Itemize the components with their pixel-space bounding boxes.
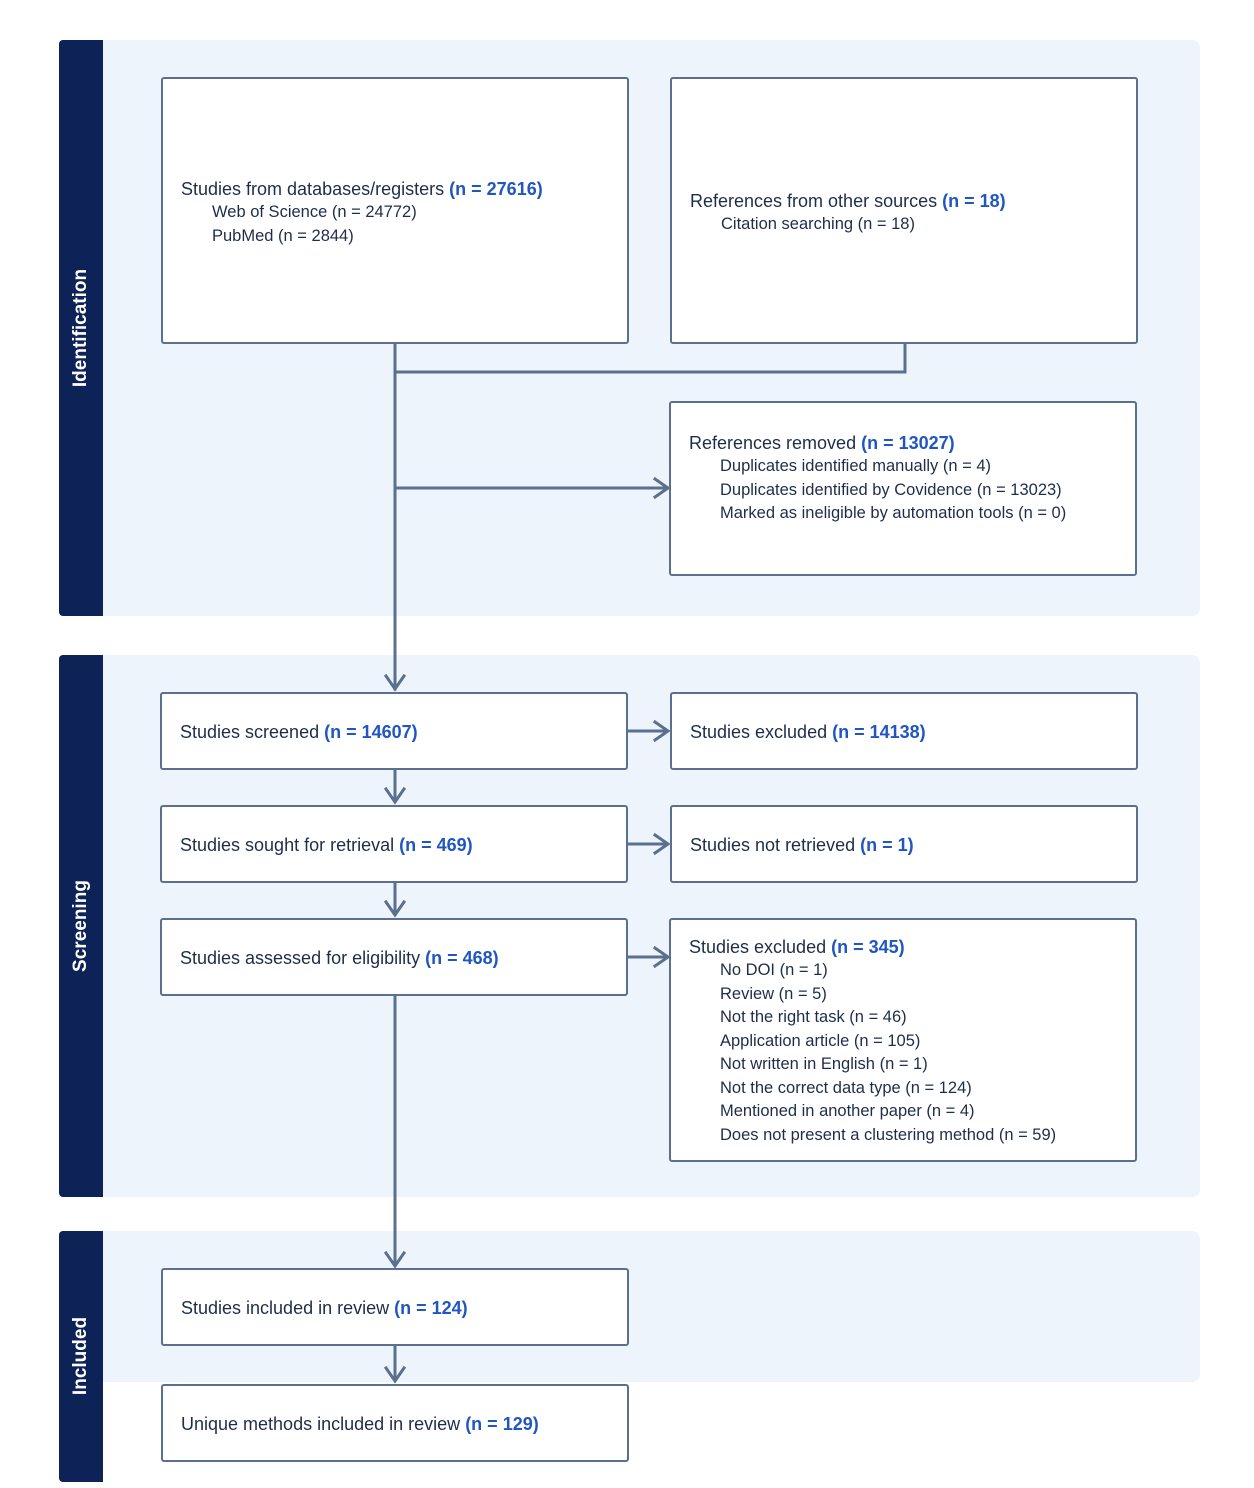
- eligibility-box: Studies assessed for eligibility (n = 46…: [160, 918, 628, 996]
- not-retrieved-count: (n = 1): [860, 835, 914, 855]
- removed-item: Marked as ineligible by automation tools…: [720, 504, 1067, 522]
- databases-count: (n = 27616): [449, 179, 543, 199]
- references-removed-box: References removed (n = 13027) Duplicate…: [669, 401, 1137, 576]
- screening-phase-bar: [59, 655, 103, 1197]
- other-sources-label: References from other sources: [690, 191, 938, 211]
- screened-label: Studies screened: [180, 722, 320, 742]
- eligibility-label: Studies assessed for eligibility: [180, 948, 421, 968]
- other-sources-box: References from other sources (n = 18) C…: [670, 77, 1138, 344]
- included-count: (n = 124): [394, 1298, 468, 1318]
- elig-excluded-item: Not written in English (n = 1): [720, 1055, 928, 1073]
- elig-excluded-item: No DOI (n = 1): [720, 961, 828, 979]
- elig-excluded-item: Application article (n = 105): [720, 1031, 921, 1050]
- removed-item: Duplicates identified by Covidence (n = …: [720, 480, 1062, 499]
- sought-retrieval-box: Studies sought for retrieval (n = 469): [160, 805, 628, 883]
- elig-excluded-item: Not the right task (n = 46): [720, 1008, 907, 1026]
- retrieval-count: (n = 469): [399, 835, 473, 855]
- elig-excluded-item: Review (n = 5): [720, 984, 827, 1003]
- not-retrieved-box: Studies not retrieved (n = 1): [670, 805, 1138, 883]
- screen-excluded-box: Studies excluded (n = 14138): [670, 692, 1138, 770]
- screening-phase-label: Screening: [70, 880, 91, 972]
- screened-count: (n = 14607): [324, 722, 418, 742]
- eligibility-count: (n = 468): [425, 948, 499, 968]
- included-phase-label: Included: [70, 1316, 91, 1396]
- included-review-box: Studies included in review (n = 124): [161, 1268, 629, 1346]
- elig-excluded-item: Does not present a clustering method (n …: [720, 1125, 1057, 1144]
- elig-excluded-item: Mentioned in another paper (n = 4): [720, 1102, 975, 1120]
- included-phase-bar: [59, 1231, 103, 1482]
- removed-item: Duplicates identified manually (n = 4): [720, 457, 992, 475]
- databases-box: Studies from databases/registers (n = 27…: [161, 77, 629, 344]
- methods-label: Unique methods included in review: [181, 1414, 461, 1434]
- databases-item: PubMed (n = 2844): [212, 226, 354, 245]
- studies-screened-box: Studies screened (n = 14607): [160, 692, 628, 770]
- identification-phase-bar: [59, 40, 103, 616]
- eligibility-excluded-box: Studies excluded (n = 345) No DOI (n = 1…: [669, 918, 1137, 1162]
- elig-excluded-item: Not the correct data type (n = 124): [720, 1078, 972, 1097]
- identification-phase-label: Identification: [70, 268, 91, 388]
- removed-label: References removed: [689, 433, 857, 453]
- elig-excluded-label: Studies excluded: [689, 937, 827, 957]
- unique-methods-box: Unique methods included in review (n = 1…: [161, 1384, 629, 1462]
- other-sources-item: Citation searching (n = 18): [721, 215, 915, 233]
- not-retrieved-label: Studies not retrieved: [690, 835, 856, 855]
- other-sources-count: (n = 18): [942, 191, 1006, 211]
- methods-count: (n = 129): [465, 1414, 539, 1434]
- retrieval-label: Studies sought for retrieval: [180, 835, 395, 855]
- screen-excluded-count: (n = 14138): [832, 722, 926, 742]
- included-label: Studies included in review: [181, 1298, 390, 1318]
- screen-excluded-label: Studies excluded: [690, 722, 828, 742]
- databases-label: Studies from databases/registers: [181, 179, 445, 199]
- databases-item: Web of Science (n = 24772): [212, 203, 417, 221]
- removed-count: (n = 13027): [861, 433, 955, 453]
- elig-excluded-count: (n = 345): [831, 937, 905, 957]
